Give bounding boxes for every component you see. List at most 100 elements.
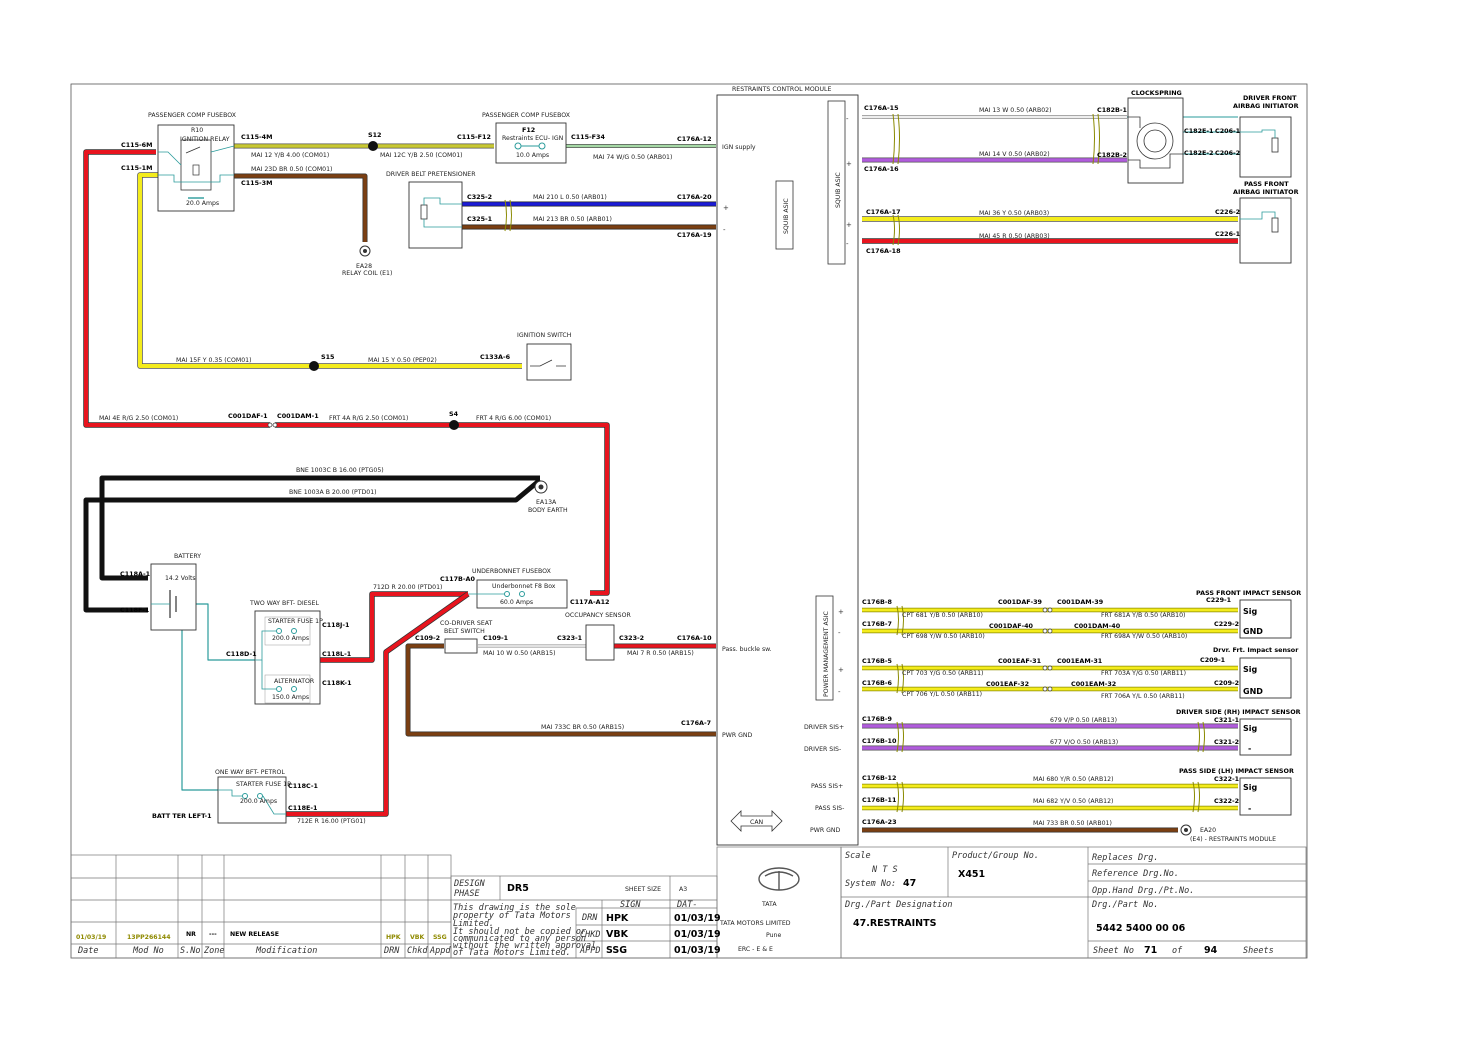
appd-h: APPD — [579, 946, 600, 956]
c001daf-1: C001DAF-1 — [228, 412, 268, 420]
part-desig-h: Drg./Part Designation — [844, 900, 952, 910]
c325-1: C325-1 — [467, 215, 492, 223]
svg-text:-: - — [723, 226, 726, 234]
ignition-switch — [526, 343, 572, 381]
c323-2: C323-2 — [619, 634, 644, 642]
w12: MAI 12 Y/B 4.00 (COM01) — [251, 152, 329, 159]
product-h: Product/Group No. — [952, 851, 1039, 861]
sheets: Sheets — [1243, 946, 1274, 956]
two-way-label: TWO WAY BFT- DIESEL — [249, 600, 319, 607]
c001eam-32: C001EAM-32 — [1071, 680, 1116, 688]
c001eaf-31: C001EAF-31 — [998, 657, 1041, 665]
w4a: FRT 4A R/G 2.50 (COM01) — [329, 415, 408, 422]
fuse-f12-name: F12 — [522, 126, 535, 134]
note-7: of Tata Motors Limited. — [453, 948, 571, 958]
relay-name: R10 — [191, 127, 203, 134]
note-4: It should not be copied or — [453, 927, 587, 937]
sig-2: Sig — [1243, 665, 1258, 674]
part-no-val: 5442 5400 00 06 — [1096, 923, 1186, 934]
svg-text:-: - — [846, 240, 849, 248]
pf-impact-label: PASS FRONT IMPACT SENSOR — [1196, 589, 1301, 597]
squib-asic-left — [775, 180, 794, 250]
rev-zone: --- — [209, 931, 217, 938]
c321-2: C321-2 — [1214, 738, 1239, 746]
starter-fuse-a: STARTER FUSE 1P — [268, 618, 323, 625]
c118a-1: C118A-1 — [120, 570, 150, 578]
sheet-val: 71 — [1144, 945, 1157, 956]
h-mod: Mod No — [132, 946, 164, 956]
relay-sub: IGNITION RELAY — [180, 136, 230, 143]
c176b-12: C176B-12 — [862, 774, 896, 782]
w13: MAI 13 W 0.50 (ARB02) — [979, 107, 1052, 114]
chkd-h: CHKD — [580, 930, 600, 940]
c176b-10: C176B-10 — [862, 737, 897, 745]
w15f: MAI 15F Y 0.35 (COM01) — [176, 357, 251, 364]
wire-violet-pairs — [862, 723, 1238, 751]
system-val: 47 — [903, 878, 916, 889]
w677: 677 V/O 0.50 (ARB13) — [1050, 739, 1118, 746]
note-1: This drawing is the sole — [453, 903, 576, 913]
sheet-size-val: A3 — [679, 886, 687, 893]
one-way-bft — [217, 776, 287, 824]
s15: S15 — [321, 353, 335, 361]
occupancy-label: OCCUPANCY SENSOR — [565, 612, 631, 619]
wire-teal-batt — [188, 603, 256, 661]
c182e-2: C182E-2 — [1184, 149, 1214, 157]
pass-fusebox-2-label: PASSENGER COMP FUSEBOX — [482, 112, 571, 119]
svg-text:+: + — [838, 666, 844, 674]
wire-black-earth — [83, 475, 542, 613]
product-val: X451 — [958, 869, 985, 880]
sheet-border — [70, 83, 1308, 959]
connector-labels: C115-6M C115-1M C115-4M C115-3M S12 C115… — [120, 104, 1240, 826]
part-desig-val: 47.RESTRAINTS — [853, 918, 937, 929]
design-val: DR5 — [507, 883, 529, 894]
c323-1: C323-1 — [557, 634, 582, 642]
drn-h: DRN — [581, 913, 598, 923]
c176a-17: C176A-17 — [866, 208, 901, 216]
w703a: FRT 703A Y/G 0.50 (ARB11) — [1101, 670, 1186, 677]
ds-impact-label: DRIVER SIDE (RH) IMPACT SENSOR — [1176, 708, 1301, 716]
c176a-19: C176A-19 — [677, 231, 712, 239]
c176a-18: C176A-18 — [866, 247, 901, 255]
company: TATA MOTORS LIMITED — [719, 920, 791, 927]
sig-1: Sig — [1243, 607, 1258, 616]
h-zone: Zone — [203, 946, 224, 956]
codriver-label-1: CO-DRIVER SEAT — [440, 620, 492, 627]
fuse-f12 — [495, 122, 567, 164]
c001daf-39: C001DAF-39 — [998, 598, 1043, 606]
c322-1: C322-1 — [1214, 775, 1239, 783]
w681a: FRT 681A Y/B 0.50 (ARB10) — [1101, 612, 1185, 619]
ps-impact-label: PASS SIDE (LH) IMPACT SENSOR — [1179, 767, 1294, 775]
w4e: MAI 4E R/G 2.50 (COM01) — [99, 415, 178, 422]
batt-ter-left: BATT TER LEFT-1 — [152, 812, 212, 820]
svg-text:-: - — [838, 629, 841, 637]
c001dam-39: C001DAM-39 — [1057, 598, 1104, 606]
ea20-sub: (E4) - RESTRAINTS MODULE — [1190, 836, 1276, 843]
can-label: CAN — [750, 819, 764, 826]
opp: Opp.Hand Drg./Pt.No. — [1092, 886, 1194, 896]
scale-val: N T S — [871, 865, 898, 875]
c209-2: C209-2 — [1214, 679, 1239, 687]
inline-connector-dots — [267, 422, 1053, 692]
ign-supply: IGN supply — [722, 144, 756, 151]
driver-sis-minus: DRIVER SIS- — [804, 746, 841, 753]
rev-text: NEW RELEASE — [230, 931, 279, 938]
of: of — [1172, 946, 1183, 956]
svg-text:-: - — [838, 688, 841, 696]
h-appd: Appd — [429, 946, 451, 956]
impact-sensors — [1239, 599, 1292, 816]
s12: S12 — [368, 131, 382, 139]
c118c-1: C118C-1 — [288, 782, 318, 790]
c115-f34: C115-F34 — [571, 133, 605, 141]
h-date: Date — [77, 946, 98, 956]
c182b-2: C182B-2 — [1097, 151, 1127, 159]
w679: 679 V/P 0.50 (ARB13) — [1050, 717, 1117, 724]
w703: CPT 703 Y/G 0.50 (ARB11) — [902, 670, 983, 677]
svg-text:+: + — [846, 160, 852, 168]
pass-sis-minus: PASS SIS- — [815, 805, 844, 812]
chkd-date: 01/03/19 — [674, 929, 721, 940]
w733: MAI 733 BR 0.50 (ARB01) — [1033, 820, 1112, 827]
w36: MAI 36 Y 0.50 (ARB03) — [979, 210, 1049, 217]
squib-asic-right-label: SQUIB ASIC — [835, 172, 842, 208]
